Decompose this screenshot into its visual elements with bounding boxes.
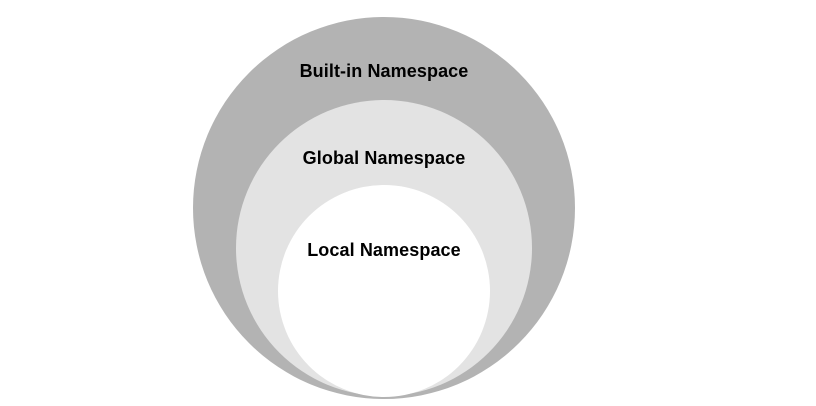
builtin-namespace-label: Built-in Namespace <box>299 61 469 81</box>
global-namespace-label: Global Namespace <box>302 148 466 168</box>
local-namespace-label: Local Namespace <box>307 240 461 260</box>
local-namespace-circle: Local Namespace <box>278 185 490 397</box>
